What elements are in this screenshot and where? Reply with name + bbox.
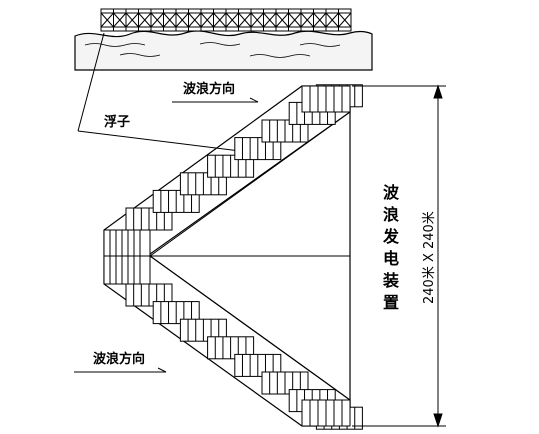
device-title-label: 波浪发电装置 — [382, 183, 400, 312]
truss-cell — [275, 9, 289, 31]
float-module — [152, 301, 200, 325]
device-title-char: 装 — [382, 271, 399, 290]
apex-module — [103, 229, 151, 285]
truss-cell — [150, 9, 164, 31]
truss-cell — [100, 9, 114, 31]
truss-cell — [238, 9, 252, 31]
lower-float-modules — [125, 283, 363, 430]
wave-direction-top-label: 波浪方向 — [183, 81, 235, 97]
device-title-char: 波 — [383, 183, 400, 202]
truss-cell — [213, 9, 227, 31]
side-view — [74, 8, 373, 71]
truss-cell — [250, 9, 264, 31]
truss-cell — [325, 9, 339, 31]
truss-cell — [288, 9, 302, 31]
truss-cell — [300, 9, 314, 31]
upper-float-modules — [125, 84, 363, 231]
float-leader-line-2 — [77, 130, 241, 152]
float-callout: 浮子 — [77, 32, 241, 152]
truss-cell — [188, 9, 202, 31]
device-title-char: 电 — [383, 249, 399, 268]
truss-cell — [175, 9, 189, 31]
float-module — [234, 137, 282, 161]
device-title-char: 置 — [383, 293, 399, 312]
float-leader-line-1 — [77, 32, 105, 132]
device-title-char: 发 — [382, 227, 400, 246]
water-body — [74, 30, 373, 71]
truss-cell — [263, 9, 277, 31]
truss-cell — [338, 9, 352, 31]
float-module — [301, 85, 351, 113]
truss-cell — [313, 9, 327, 31]
wave-direction-bottom-label: 波浪方向 — [93, 351, 145, 367]
device-title: 波浪发电装置 — [382, 183, 400, 312]
truss-cell — [138, 9, 152, 31]
side-truss — [100, 8, 352, 32]
dimension-line — [352, 84, 446, 428]
dimension-label: 240米 X 240米 — [422, 211, 437, 304]
float-module — [234, 353, 282, 377]
device-title-char: 浪 — [383, 205, 399, 224]
truss-cell — [225, 9, 239, 31]
wave-direction-bottom: 波浪方向 — [74, 351, 167, 373]
water-ripples — [84, 42, 341, 58]
float-label: 浮子 — [104, 114, 130, 130]
truss-cell — [163, 9, 177, 31]
truss-cell — [125, 9, 139, 31]
truss-cell — [200, 9, 214, 31]
wave-direction-top: 波浪方向 — [172, 81, 259, 103]
float-module — [261, 371, 309, 395]
float-module — [301, 399, 351, 427]
truss-cell — [113, 9, 127, 31]
chevron-plan-view — [103, 84, 363, 430]
